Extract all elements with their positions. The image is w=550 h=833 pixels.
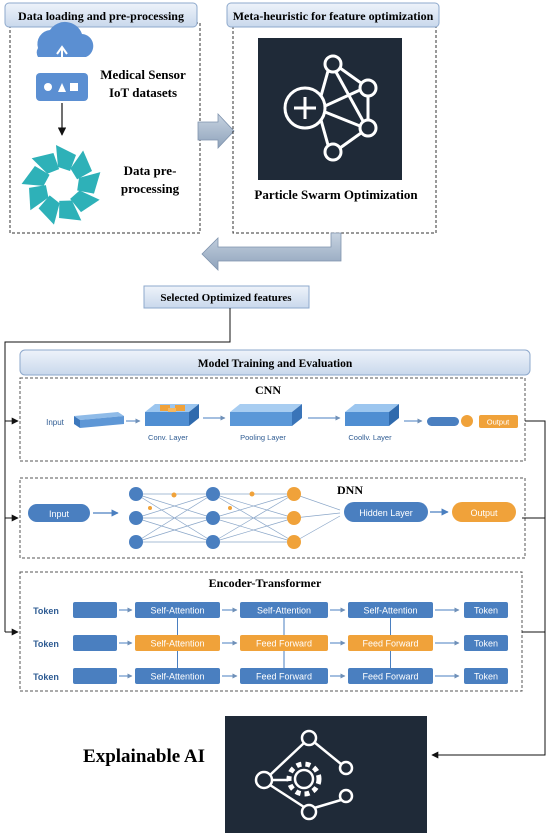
training-title: Model Training and Evaluation	[198, 358, 353, 370]
transformer-cell	[135, 635, 220, 651]
transformer-cell-label: Feed Forward	[256, 639, 312, 649]
token-bar	[73, 602, 117, 618]
sensor-label-1: Medical Sensor	[100, 67, 186, 82]
preprocessing-icon	[21, 145, 101, 225]
conv-label: Conv. Layer	[148, 433, 188, 442]
token-output-box	[464, 668, 508, 684]
pso-label: Particle Swarm Optimization	[254, 187, 418, 202]
transformer-cell-label: Self-Attention	[257, 606, 311, 616]
transformer-cell-label: Feed Forward	[362, 672, 418, 682]
dnn-input-pill	[28, 504, 90, 522]
cnn-dense-bar	[427, 417, 459, 426]
cnn-panel: CNN Input Conv. Layer Pooling Layer	[19, 377, 526, 462]
features-to-models-line	[4, 308, 231, 632]
cnn-output-label: Output	[487, 418, 510, 427]
stage1-to-stage2-arrow	[197, 112, 235, 150]
cnn-input-label: Input	[46, 418, 65, 427]
xai-label: Explainable AI	[83, 746, 205, 767]
coollv-label: Coollv. Layer	[348, 433, 392, 442]
transformer-cell-label: Feed Forward	[256, 672, 312, 682]
dnn-hidden-label: Hidden Layer	[359, 508, 413, 518]
stage2-to-features-arrow	[201, 232, 342, 271]
transformer-cell-label: Self-Attention	[150, 606, 204, 616]
transformer-cell-label: Self-Attention	[150, 639, 204, 649]
dnn-hidden-pill	[344, 502, 428, 522]
stage-feature-optimization: Meta-heuristic for feature optimization …	[226, 2, 440, 234]
preprocess-label-2: processing	[121, 181, 180, 196]
transformer-title: Encoder-Transformer	[209, 576, 322, 590]
transformer-cell-label: Feed Forward	[362, 639, 418, 649]
cnn-dashed-box	[19, 377, 526, 462]
token-output-box	[464, 602, 508, 618]
conv-block	[145, 404, 199, 426]
token-output-label: Token	[474, 639, 498, 649]
transformer-cell	[240, 635, 328, 651]
cloud-iot-icon	[36, 21, 94, 101]
dnn-output-label: Output	[470, 508, 498, 518]
coollv-block	[345, 404, 399, 426]
sensor-label-2: IoT datasets	[109, 85, 177, 100]
transformer-cell	[348, 668, 433, 684]
token-label: Token	[33, 606, 59, 616]
cnn-neuron	[461, 415, 473, 427]
dnn-network	[135, 493, 341, 543]
token-output-box	[464, 635, 508, 651]
dnn-title: DNN	[337, 483, 363, 497]
token-bar	[73, 635, 117, 651]
dnn-panel: DNN Input Hidden Layer	[19, 477, 526, 559]
stage1-header	[4, 2, 198, 28]
token-output-label: Token	[474, 606, 498, 616]
xai-icon-panel	[225, 716, 427, 833]
stage2-title: Meta-heuristic for feature optimization	[233, 9, 434, 23]
preprocess-label-1: Data pre-	[124, 163, 177, 178]
token-label: Token	[33, 672, 59, 682]
xai-network-gear-icon	[254, 729, 354, 821]
pool-label: Pooling Layer	[240, 433, 286, 442]
training-header	[19, 349, 531, 376]
selected-features-box	[143, 285, 310, 309]
dnn-output-pill	[452, 502, 516, 522]
token-bar	[73, 668, 117, 684]
transformer-cell	[135, 602, 220, 618]
transformer-cell	[240, 668, 328, 684]
cnn-output-box	[479, 415, 518, 428]
transformer-cell-label: Self-Attention	[363, 606, 417, 616]
cnn-title: CNN	[255, 383, 281, 397]
transformer-cell	[135, 668, 220, 684]
transformer-cell	[348, 602, 433, 618]
pooling-block	[230, 404, 302, 426]
pso-icon-panel	[258, 38, 402, 180]
dnn-input-label: Input	[49, 509, 70, 519]
selected-features-label: Selected Optimized features	[160, 292, 292, 304]
dnn-nodes	[129, 487, 301, 549]
transformer-cell	[348, 635, 433, 651]
token-label: Token	[33, 639, 59, 649]
transformer-cell	[240, 602, 328, 618]
stage1-title: Data loading and pre-processing	[18, 9, 184, 23]
stage-data-loading: Data loading and pre-processing Medical …	[4, 2, 201, 234]
token-output-label: Token	[474, 672, 498, 682]
pso-network-icon	[283, 54, 378, 162]
stage2-header	[226, 2, 440, 28]
models-to-xai-line	[440, 420, 546, 756]
transformer-cell-label: Self-Attention	[150, 672, 204, 682]
